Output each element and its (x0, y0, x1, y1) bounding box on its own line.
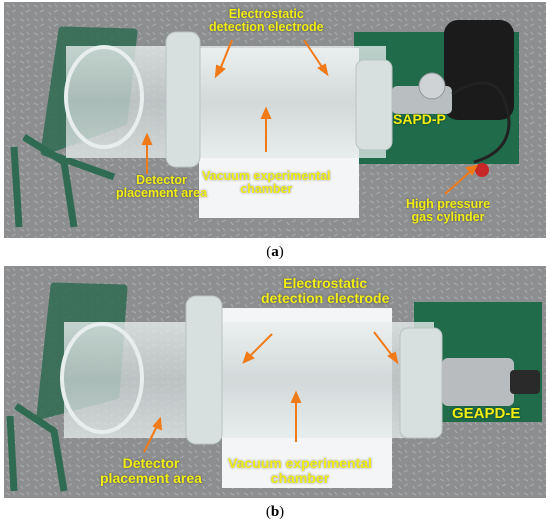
label-line: Detector (122, 455, 180, 471)
experimental-setup-photo-a (4, 2, 546, 238)
geapd-e-connector (510, 370, 540, 394)
tube-front-opening (64, 45, 144, 149)
flange-left (185, 295, 223, 445)
label-vacuum-chamber-b: Vacuum experimental chamber (228, 456, 372, 485)
gas-hose (451, 81, 511, 164)
acrylic-tube (64, 322, 434, 438)
label-line: Vacuum experimental (202, 169, 331, 183)
flange-right (355, 59, 393, 151)
label-line: placement area (100, 469, 202, 486)
experimental-setup-photo-b (4, 266, 546, 498)
label-line: detection electrode (209, 20, 324, 35)
label-line: chamber (270, 469, 330, 486)
label-line: Vacuum experimental (228, 455, 372, 471)
flange-right (399, 327, 443, 439)
tube-front-opening (60, 322, 144, 434)
label-line: placement area (116, 186, 208, 201)
label-device-a: SAPD-P (393, 111, 446, 127)
label-line: Detector (136, 173, 187, 187)
caption-a: (a) (266, 244, 284, 260)
photo-panel-a: Electrostatic detection electrode Detect… (4, 2, 546, 238)
label-line: detection electrode (261, 289, 390, 306)
label-line: Electrostatic (228, 7, 304, 21)
label-detector-area-b: Detector placement area (100, 456, 202, 485)
acrylic-tube (66, 46, 386, 158)
caption-letter: a (271, 244, 279, 260)
label-line: chamber (240, 182, 293, 197)
label-gas-cylinder-a: High pressure gas cylinder (406, 197, 491, 225)
label-line: Electrostatic (283, 275, 368, 291)
label-device-b: GEAPD-E (452, 405, 521, 422)
sapd-p-valve (418, 72, 446, 100)
black-cylinder-bag (444, 20, 514, 120)
label-line: gas cylinder (411, 210, 485, 225)
flange-left (165, 31, 201, 168)
caption-b: (b) (265, 504, 285, 520)
label-vacuum-chamber-a: Vacuum experimental chamber (202, 169, 331, 197)
annotation-arrows (143, 331, 399, 453)
geapd-e-device (442, 358, 514, 406)
annotation-arrows (141, 39, 478, 195)
label-detector-area-a: Detector placement area (116, 173, 208, 201)
label-electrostatic-electrode-b: Electrostatic detection electrode (261, 276, 389, 305)
caption-letter: b (270, 504, 280, 520)
label-electrostatic-electrode-a: Electrostatic detection electrode (209, 7, 324, 35)
photo-panel-b: Electrostatic detection electrode Detect… (4, 266, 546, 498)
label-line: High pressure (406, 197, 491, 211)
red-valve (475, 163, 489, 177)
